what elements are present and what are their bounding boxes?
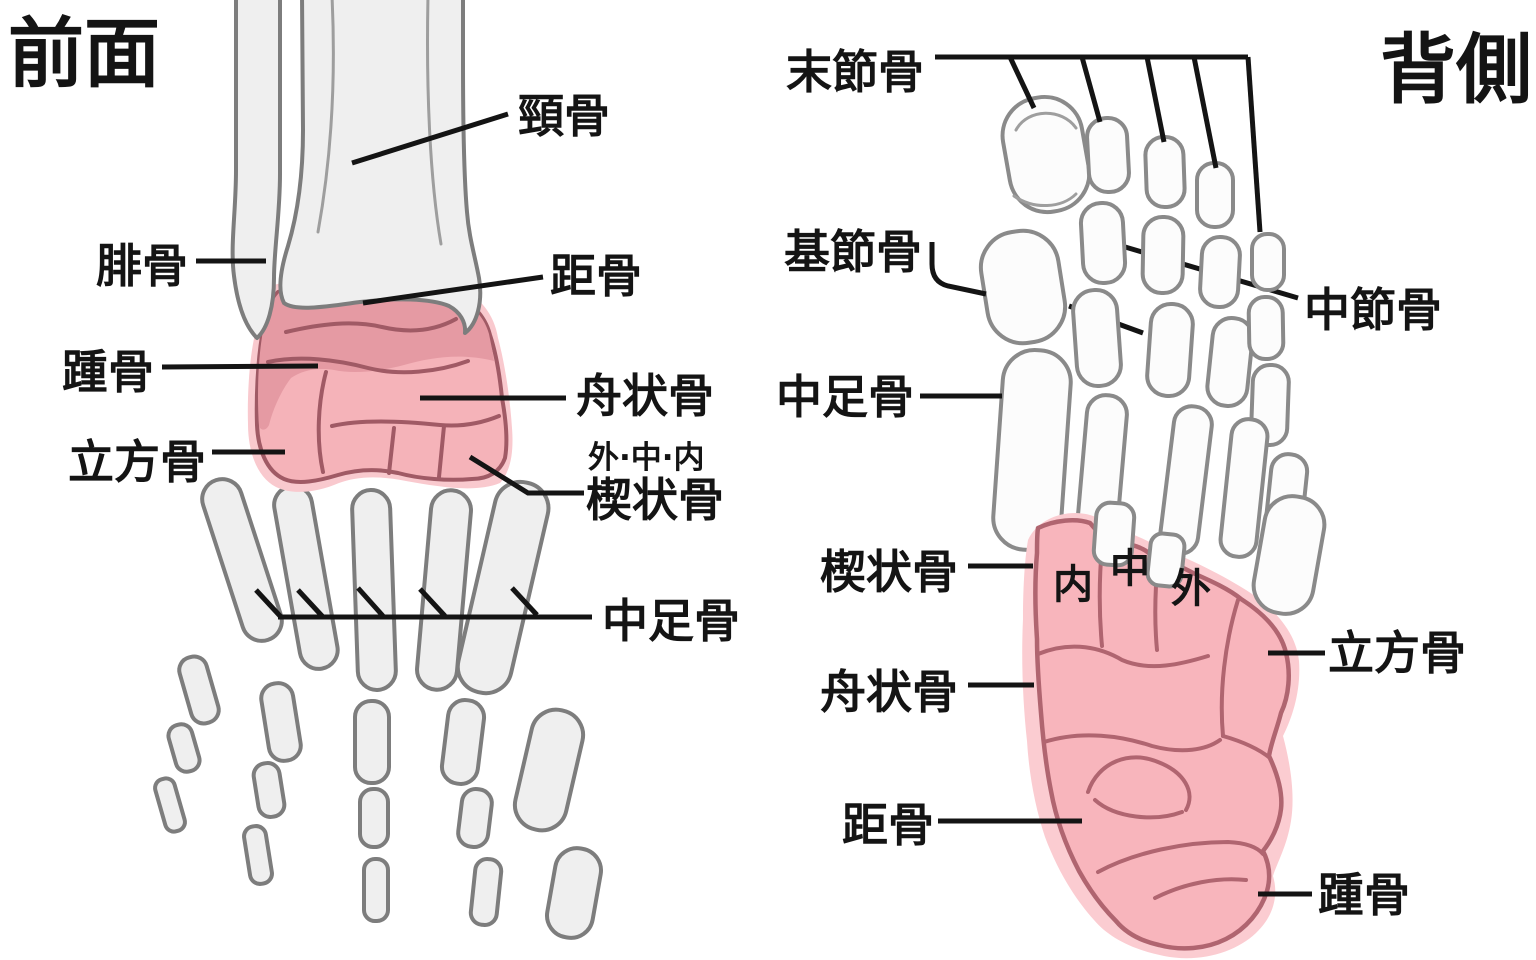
talus-calcaneus-shading-front <box>258 284 494 430</box>
tibia-leader <box>351 111 509 166</box>
label-proximal-phalanx: 基節骨 <box>784 225 922 279</box>
label-fibula: 腓骨 <box>96 239 188 293</box>
metatarsal-bases-over-pink <box>1091 494 1327 616</box>
label-talus-dorsal: 距骨 <box>842 798 934 852</box>
front-view-panel: 前面 腓骨 頸骨 距骨 踵骨 立方骨 舟状骨 外·中·内 楔状骨 中足骨 <box>8 0 740 940</box>
label-cuneiform-lateral: 外 <box>1171 566 1211 612</box>
label-cuneiform-dorsal: 楔状骨 <box>820 545 958 599</box>
fibula-bone <box>230 0 282 340</box>
label-cuneiform-prefix: 外·中·内 <box>588 440 705 476</box>
label-cuboid-dorsal: 立方骨 <box>1328 626 1466 680</box>
tarsal-bone-boundaries-front <box>266 317 501 479</box>
label-talus-front: 距骨 <box>550 249 642 303</box>
label-navicular-dorsal: 舟状骨 <box>820 665 958 719</box>
label-middle-phalanx: 中節骨 <box>1304 283 1442 337</box>
label-cuneiform-front: 楔状骨 <box>586 473 724 527</box>
label-metatarsal-front: 中足骨 <box>602 594 740 648</box>
dorsal-view-title: 背側 <box>1380 25 1532 114</box>
calcaneus-leader-front <box>161 363 319 370</box>
label-navicular-front: 舟状骨 <box>576 369 714 423</box>
dorsal-view-panel: 背側 末節骨 基節骨 中節骨 中足骨 楔状骨 内 中 外 舟状骨 立方骨 距骨 … <box>776 25 1532 959</box>
label-cuneiform-medial: 内 <box>1053 562 1093 608</box>
leg-bones-front <box>230 0 483 340</box>
metatarsal-bones-front <box>200 477 551 696</box>
front-view-title: 前面 <box>8 9 160 98</box>
leader-lines-front <box>161 111 592 620</box>
proximal-phalanx-leader <box>929 242 987 297</box>
label-cuneiform-intermediate: 中 <box>1110 546 1150 592</box>
label-distal-phalanx: 末節骨 <box>786 45 924 99</box>
cuneiform-leader-front <box>468 454 584 496</box>
label-cuboid-front: 立方骨 <box>68 435 206 489</box>
talus-leader-front <box>362 274 544 306</box>
leader-lines-dorsal <box>920 54 1325 897</box>
label-metatarsal-dorsal: 中足骨 <box>776 370 914 424</box>
label-tibia: 頸骨 <box>518 89 610 143</box>
label-calcaneus-dorsal: 踵骨 <box>1318 868 1410 922</box>
phalanx-bones-front <box>153 654 603 940</box>
label-calcaneus-front: 踵骨 <box>62 345 154 399</box>
phalanx-bones-dorsal <box>978 94 1291 448</box>
tibia-bone <box>278 0 483 335</box>
